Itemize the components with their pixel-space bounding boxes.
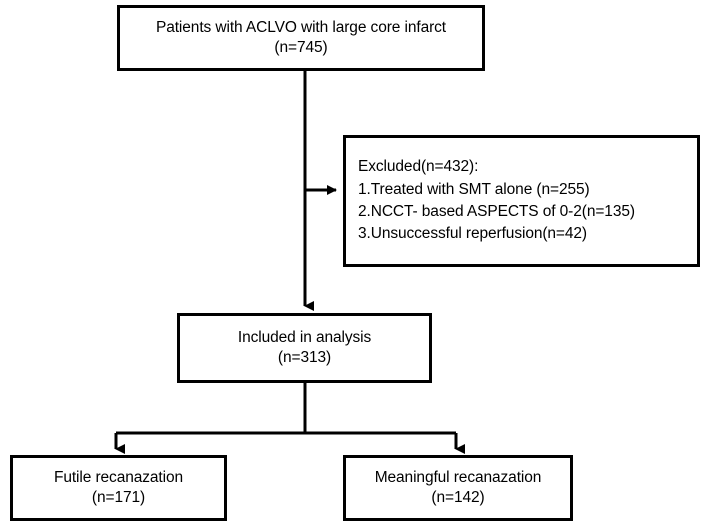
node-included-label: Included in analysis — [237, 328, 372, 346]
node-excluded-reason-3: 3.Unsuccessful reperfusion(n=42) — [358, 225, 587, 243]
node-excluded-header: Excluded(n=432): — [358, 158, 479, 176]
node-excluded-reason-2: 2.NCCT- based ASPECTS of 0-2(n=135) — [358, 203, 635, 220]
node-futile-label: Futile recanazation — [53, 468, 184, 486]
node-meaningful-recanalization: Meaningful recanazation (n=142) — [343, 455, 573, 521]
node-included-count: (n=313) — [277, 349, 332, 366]
node-meaningful-count: (n=142) — [431, 489, 485, 506]
node-excluded-reason-1: 1.Treated with SMT alone (n=255) — [358, 180, 590, 198]
node-meaningful-label: Meaningful recanazation — [374, 468, 542, 486]
node-source-population: Patients with ACLVO with large core infa… — [117, 5, 485, 71]
node-futile-recanalization: Futile recanazation (n=171) — [10, 455, 227, 521]
node-source-label: Patients with ACLVO with large core infa… — [155, 18, 447, 36]
node-included-in-analysis: Included in analysis (n=313) — [177, 313, 432, 383]
node-excluded: Excluded(n=432): 1.Treated with SMT alon… — [343, 135, 700, 267]
node-futile-count: (n=171) — [91, 489, 146, 506]
node-source-count: (n=745) — [274, 39, 328, 56]
